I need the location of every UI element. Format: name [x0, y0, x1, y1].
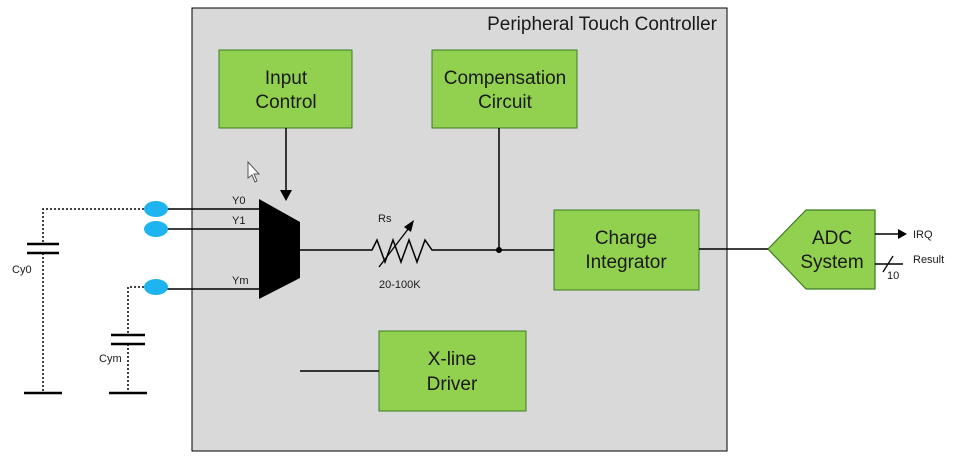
y1-pad: [144, 221, 168, 237]
charge-integrator-label-2: Integrator: [585, 252, 667, 273]
y0-pad: [144, 201, 168, 217]
input-control-label-2: Control: [255, 92, 316, 113]
cy0-dotted-wire: [42, 208, 144, 244]
resistor-variable-arrowhead: [404, 220, 414, 232]
compensation-circuit-block: Compensation Circuit: [431, 49, 578, 129]
charge-integrator-block: Charge Integrator: [553, 209, 700, 291]
irq-arrowhead: [898, 229, 907, 239]
mouse-cursor-icon: [247, 160, 261, 183]
input-control-block: Input Control: [218, 49, 353, 129]
container-title: Peripheral Touch Controller: [487, 14, 718, 35]
xline-driver-block: X-line Driver: [378, 330, 527, 412]
resistor-variable-arrow: [378, 223, 413, 268]
y1-label: Y1: [232, 215, 245, 227]
xline-driver-label-2: Driver: [427, 374, 478, 395]
cym-dotted-wire: [127, 286, 144, 335]
compensation-label-1: Compensation: [444, 68, 567, 89]
adc-label-2: System: [800, 252, 863, 273]
compensation-label-2: Circuit: [478, 92, 533, 113]
cy0-label: Cy0: [12, 264, 32, 276]
irq-label: IRQ: [913, 229, 933, 241]
xline-driver-label-1: X-line: [428, 349, 477, 370]
result-label: Result: [913, 254, 944, 266]
multiplexer: [259, 199, 300, 299]
y0-label: Y0: [232, 195, 245, 207]
resistor-name-label: Rs: [378, 213, 392, 225]
adc-system-block: ADC System: [767, 209, 876, 290]
ym-pad: [144, 279, 168, 295]
charge-integrator-label-1: Charge: [595, 228, 657, 249]
resistor-range-label: 20-100K: [379, 279, 421, 291]
resistor-rs: [365, 237, 445, 265]
input-control-label-1: Input: [265, 68, 308, 89]
result-bus-slash: [882, 255, 894, 273]
junction-dot: [496, 247, 502, 253]
input-control-arrowhead: [280, 190, 292, 201]
result-bus-width-label: 10: [887, 270, 899, 282]
ym-label: Ym: [232, 275, 249, 287]
cym-label: Cym: [99, 353, 122, 365]
adc-label-1: ADC: [812, 228, 852, 249]
